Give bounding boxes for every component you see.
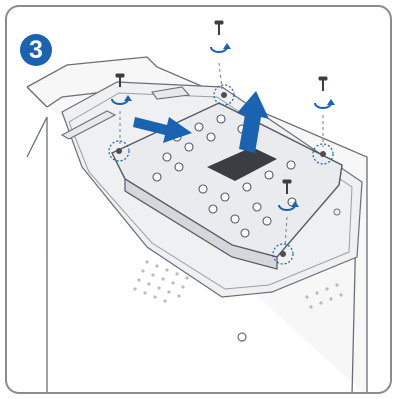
step-panel: 3 [5, 5, 392, 394]
step-number-badge: 3 [20, 34, 52, 66]
bottom-screw-hole [238, 333, 246, 341]
hdd-removal-illustration [7, 7, 392, 394]
